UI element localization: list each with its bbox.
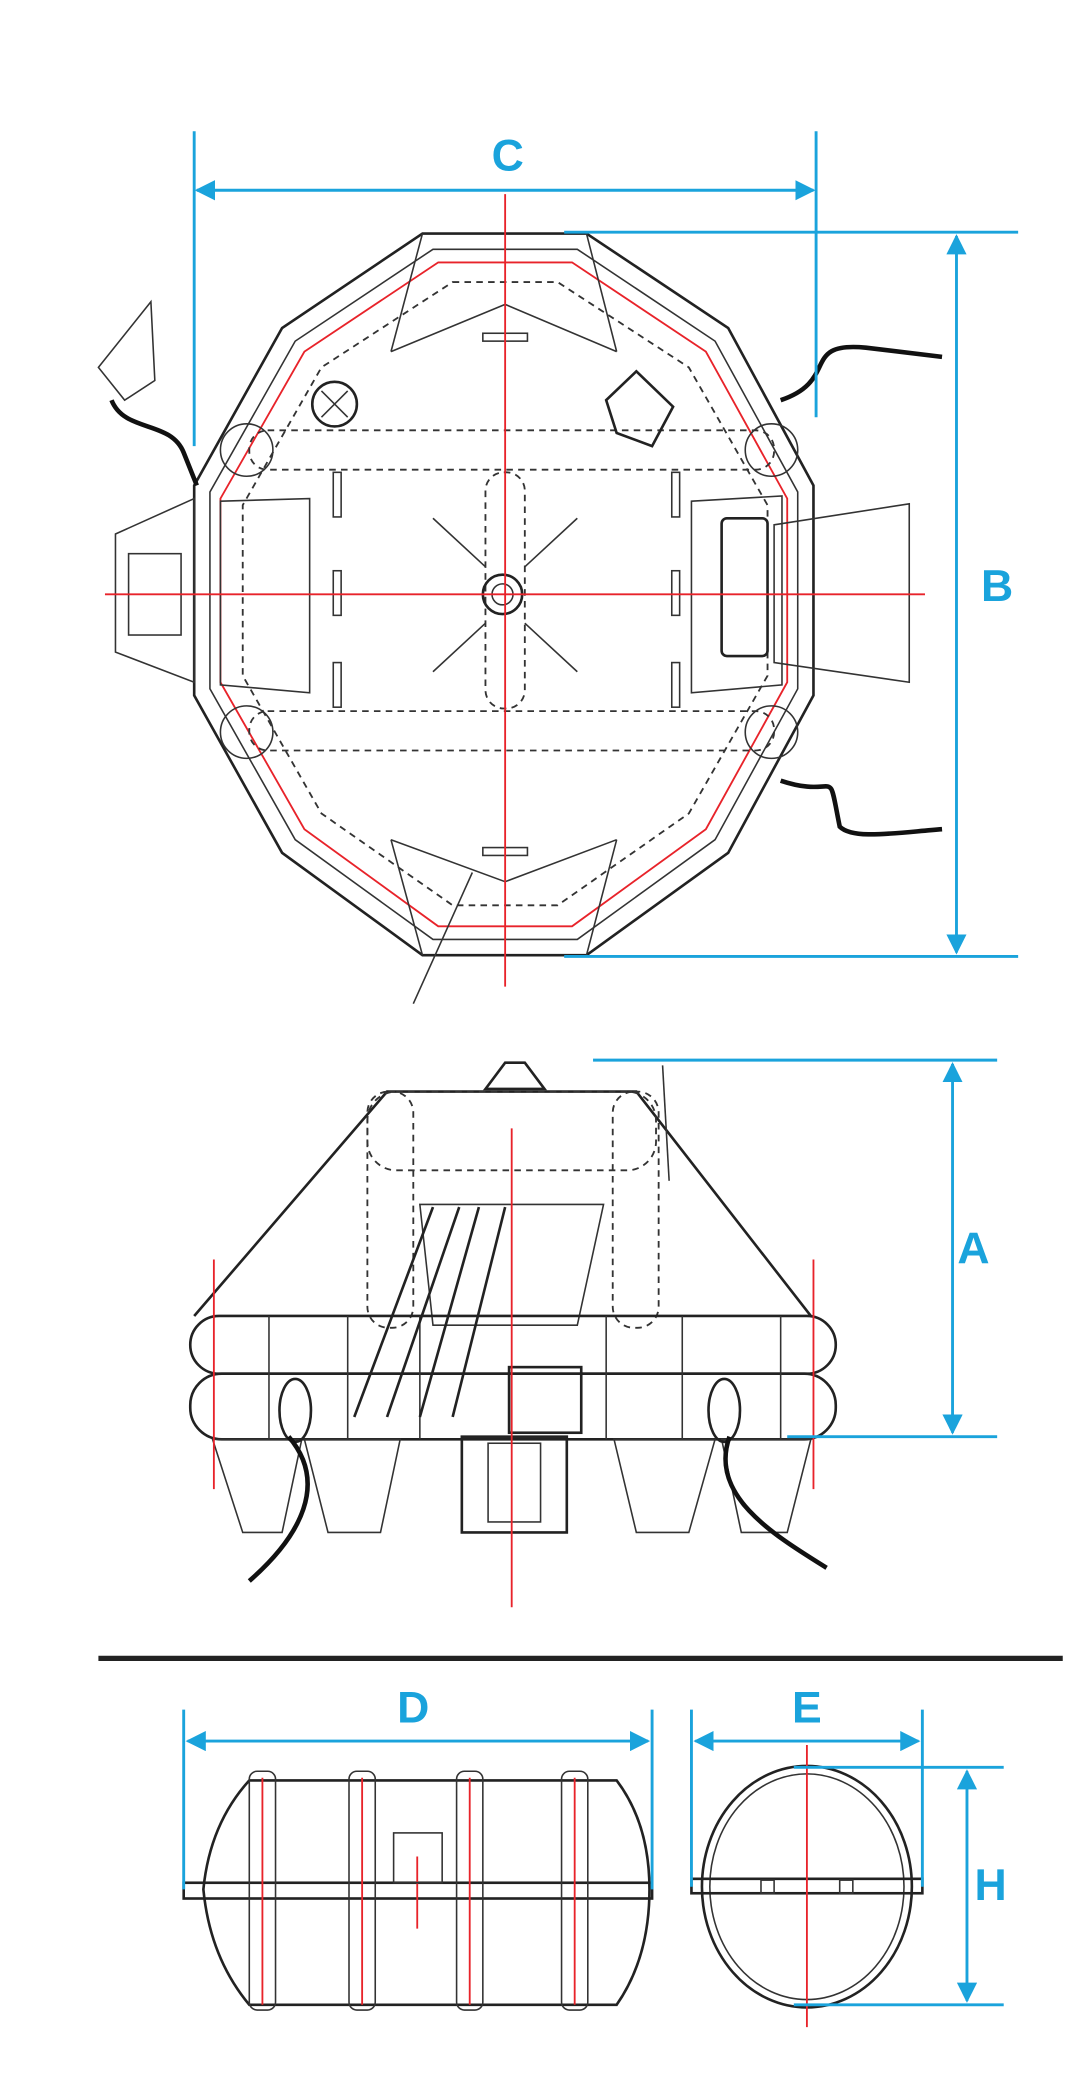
line-left <box>247 1435 310 1583</box>
ballast-pockets <box>211 1438 812 1534</box>
boarding-ladder <box>720 516 769 658</box>
side-view: A <box>188 1058 998 1608</box>
canopy-struts <box>332 332 681 857</box>
arch-tube-top <box>248 429 776 471</box>
boarding-ladder-side <box>460 1435 569 1534</box>
tube-joint <box>219 422 274 478</box>
survival-pack-icon <box>310 380 359 428</box>
dimension-c-label: C <box>492 132 524 181</box>
canopy-outline <box>193 1090 812 1317</box>
tube-joint <box>219 705 274 760</box>
canopy-ridge-bottom <box>390 838 617 883</box>
container-end-view: E H <box>690 1684 1007 2028</box>
dimension-b-label: B <box>981 562 1013 611</box>
light-icon <box>604 369 675 448</box>
handle-right <box>707 1377 742 1444</box>
sea-anchor-icon <box>97 299 156 402</box>
dimension-d-label: D <box>397 1684 429 1733</box>
raft-tube-inner <box>209 248 799 941</box>
line-right <box>723 1435 828 1570</box>
container-side-view: D <box>182 1684 654 2011</box>
top-light <box>482 1061 548 1091</box>
entrance-left <box>219 497 311 694</box>
painter-line-bottom <box>779 778 943 837</box>
dimension-e-label: E <box>792 1684 822 1733</box>
container-bands <box>248 1770 589 2011</box>
painter-line-top <box>779 344 943 403</box>
tube-joint <box>744 422 799 478</box>
dimension-h-label: H <box>974 1861 1006 1910</box>
buoyancy-tubes <box>188 1314 838 1441</box>
canopy-ridge-top <box>390 303 617 353</box>
handle-left <box>278 1377 313 1444</box>
antenna <box>661 1065 670 1181</box>
container-shell <box>202 1779 651 2007</box>
drogue-box <box>114 497 195 684</box>
entrance-right <box>690 495 783 694</box>
raft-red-line <box>219 261 789 928</box>
side-door <box>418 1203 605 1326</box>
arch-tube-bottom <box>248 710 776 752</box>
anchor-line <box>109 399 199 487</box>
boarding-platform <box>773 502 911 684</box>
dimension-a-label: A <box>957 1224 989 1273</box>
top-view: C B <box>97 131 1019 1005</box>
tube-joint <box>744 705 799 760</box>
raft-floor-outline <box>241 281 769 907</box>
label-plate <box>392 1832 443 1884</box>
